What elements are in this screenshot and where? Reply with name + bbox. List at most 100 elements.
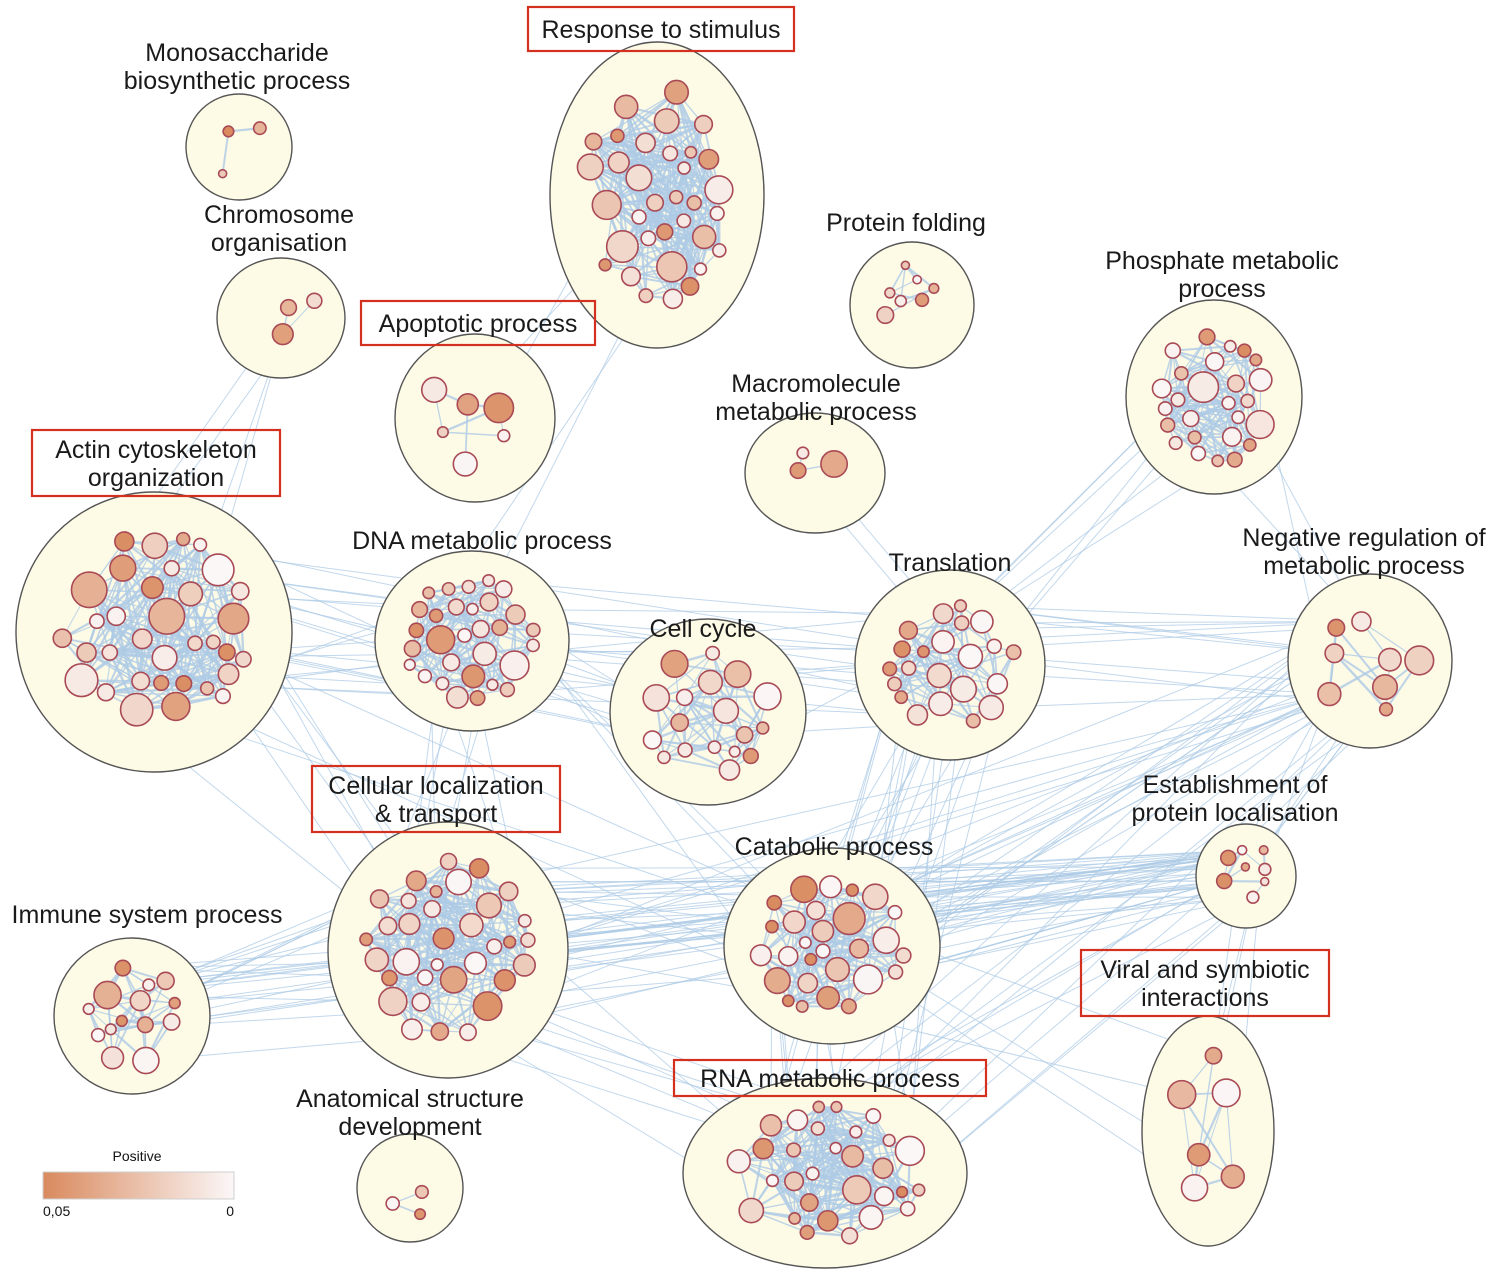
- go-term-node[interactable]: [882, 1133, 896, 1147]
- go-term-node[interactable]: [1377, 647, 1402, 672]
- go-term-node[interactable]: [777, 945, 799, 967]
- go-term-node[interactable]: [830, 1100, 843, 1114]
- go-term-node[interactable]: [723, 660, 752, 689]
- go-term-node[interactable]: [400, 892, 417, 910]
- go-term-node[interactable]: [161, 691, 191, 722]
- go-term-node[interactable]: [635, 132, 656, 154]
- go-term-node[interactable]: [949, 675, 978, 703]
- go-term-node[interactable]: [456, 393, 480, 416]
- go-term-node[interactable]: [799, 1224, 815, 1241]
- cluster-catabolic[interactable]: [723, 847, 941, 1045]
- go-term-node[interactable]: [430, 1022, 450, 1041]
- go-term-node[interactable]: [163, 560, 181, 577]
- cluster-apoptotic[interactable]: [394, 333, 556, 503]
- go-term-node[interactable]: [928, 691, 954, 717]
- go-term-node[interactable]: [894, 294, 908, 308]
- go-term-node[interactable]: [840, 1227, 859, 1245]
- go-term-node[interactable]: [1258, 862, 1272, 877]
- go-term-node[interactable]: [848, 938, 870, 959]
- go-term-node[interactable]: [640, 230, 657, 247]
- go-term-node[interactable]: [234, 650, 252, 668]
- go-term-node[interactable]: [136, 1016, 154, 1034]
- go-term-node[interactable]: [381, 969, 398, 987]
- go-term-node[interactable]: [1240, 393, 1255, 409]
- go-term-node[interactable]: [894, 690, 909, 705]
- go-term-node[interactable]: [1187, 371, 1220, 404]
- go-term-node[interactable]: [1198, 328, 1216, 346]
- go-term-node[interactable]: [815, 943, 831, 959]
- go-term-node[interactable]: [899, 1200, 916, 1217]
- go-term-node[interactable]: [452, 451, 478, 477]
- go-term-node[interactable]: [403, 639, 422, 658]
- go-term-node[interactable]: [796, 446, 810, 460]
- go-term-node[interactable]: [461, 579, 476, 595]
- go-term-node[interactable]: [1215, 872, 1233, 890]
- go-term-node[interactable]: [668, 189, 684, 205]
- cluster-anatomical[interactable]: [356, 1133, 464, 1243]
- go-term-node[interactable]: [986, 673, 1009, 695]
- go-term-node[interactable]: [217, 168, 228, 179]
- go-term-node[interactable]: [957, 643, 984, 670]
- go-term-node[interactable]: [795, 999, 809, 1013]
- go-term-node[interactable]: [217, 643, 236, 662]
- go-term-node[interactable]: [1164, 342, 1182, 359]
- go-term-node[interactable]: [109, 554, 137, 582]
- go-term-node[interactable]: [472, 641, 498, 667]
- go-term-node[interactable]: [841, 1144, 865, 1168]
- go-term-node[interactable]: [693, 262, 708, 276]
- go-term-node[interactable]: [493, 969, 517, 992]
- go-term-node[interactable]: [642, 730, 663, 750]
- go-term-node[interactable]: [436, 426, 449, 439]
- go-term-node[interactable]: [472, 991, 503, 1022]
- go-term-node[interactable]: [684, 145, 698, 159]
- go-term-node[interactable]: [591, 189, 622, 221]
- go-term-node[interactable]: [82, 1002, 95, 1016]
- go-term-node[interactable]: [691, 224, 717, 250]
- go-term-node[interactable]: [820, 449, 849, 478]
- go-term-node[interactable]: [414, 1208, 427, 1221]
- go-term-node[interactable]: [895, 947, 912, 964]
- go-term-node[interactable]: [119, 692, 154, 727]
- go-term-node[interactable]: [642, 683, 671, 712]
- go-term-node[interactable]: [858, 1204, 884, 1230]
- go-term-node[interactable]: [148, 597, 186, 635]
- cluster-dna[interactable]: [374, 550, 570, 732]
- go-term-node[interactable]: [1404, 645, 1435, 676]
- go-term-node[interactable]: [503, 935, 517, 949]
- go-term-node[interactable]: [810, 1121, 826, 1136]
- go-term-node[interactable]: [512, 953, 536, 977]
- go-term-node[interactable]: [441, 581, 456, 596]
- go-term-node[interactable]: [914, 292, 930, 308]
- go-term-node[interactable]: [620, 266, 642, 287]
- go-term-node[interactable]: [499, 681, 516, 698]
- go-term-node[interactable]: [457, 627, 473, 643]
- go-term-node[interactable]: [271, 323, 294, 346]
- go-term-node[interactable]: [499, 650, 530, 681]
- go-term-node[interactable]: [806, 900, 826, 921]
- go-term-node[interactable]: [1259, 876, 1270, 887]
- go-term-node[interactable]: [676, 213, 692, 229]
- go-term-node[interactable]: [805, 1166, 820, 1181]
- go-term-node[interactable]: [76, 642, 97, 663]
- go-term-node[interactable]: [675, 688, 694, 707]
- cluster-cellular_loc[interactable]: [327, 821, 569, 1079]
- go-term-node[interactable]: [1190, 445, 1207, 462]
- go-term-node[interactable]: [432, 927, 455, 950]
- go-term-node[interactable]: [613, 94, 639, 120]
- go-term-node[interactable]: [818, 875, 843, 899]
- go-term-node[interactable]: [230, 581, 250, 601]
- go-term-node[interactable]: [1174, 365, 1189, 381]
- go-term-node[interactable]: [177, 581, 204, 607]
- go-term-node[interactable]: [411, 992, 431, 1012]
- go-term-node[interactable]: [205, 634, 221, 650]
- go-term-node[interactable]: [677, 742, 693, 758]
- go-term-node[interactable]: [101, 644, 119, 661]
- go-term-node[interactable]: [1204, 351, 1225, 372]
- go-term-node[interactable]: [187, 635, 203, 652]
- go-term-node[interactable]: [106, 606, 127, 627]
- go-term-node[interactable]: [222, 125, 235, 138]
- go-term-node[interactable]: [1351, 611, 1372, 632]
- go-term-node[interactable]: [726, 1149, 751, 1174]
- go-term-node[interactable]: [439, 965, 468, 994]
- go-term-node[interactable]: [653, 108, 680, 135]
